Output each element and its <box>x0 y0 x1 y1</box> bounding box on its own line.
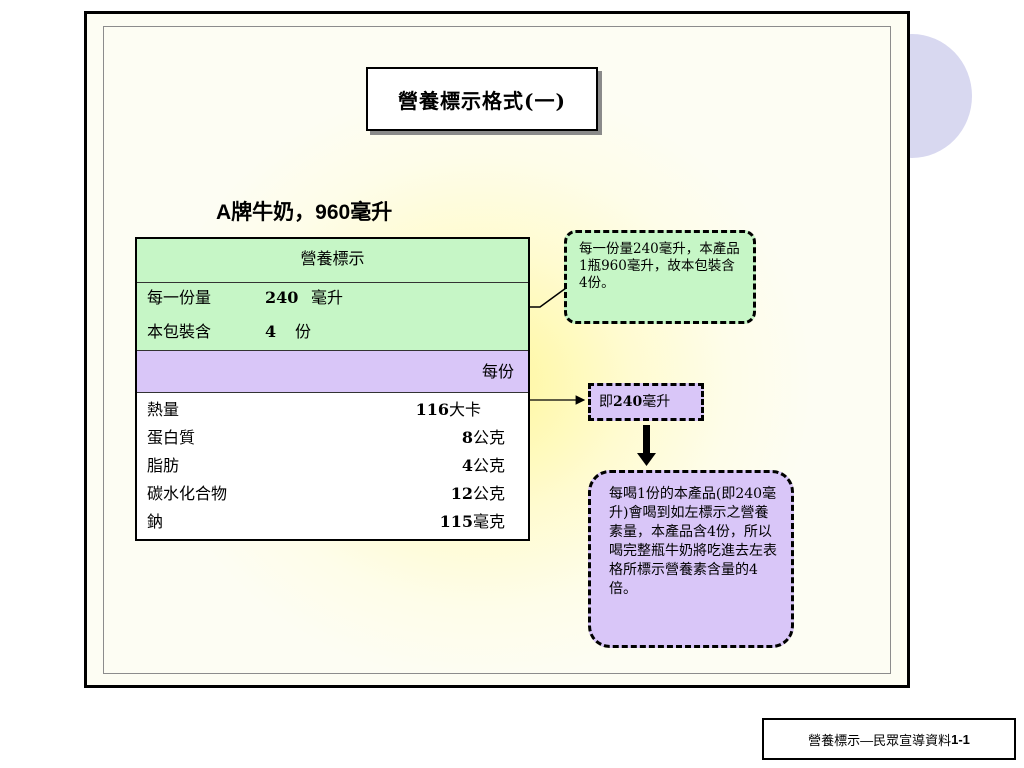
servings-per-package-unit: 份 <box>295 322 312 341</box>
nutrient-row-carbohydrate: 碳水化合物 12公克 <box>147 480 505 508</box>
nutrient-name: 鈉 <box>147 512 164 531</box>
servings-per-package-label: 本包裝含 <box>147 322 212 341</box>
product-name: A牌牛奶，960毫升 <box>216 201 393 224</box>
per-serving-unit: 毫升 <box>642 394 671 410</box>
serving-size-label: 每一份量 <box>147 288 212 307</box>
nutrient-value: 116大卡 <box>415 400 481 419</box>
slide-title-text: 營養標示格式(一) <box>398 88 566 113</box>
nutrient-value: 4公克 <box>461 456 505 475</box>
per-serving-prefix: 即 <box>599 394 613 410</box>
nutrient-name: 脂肪 <box>147 456 180 475</box>
explanation-callout: 每喝1份的本產品(即240毫升)會喝到如左標示之營養素量，本產品含4份，所以喝完… <box>588 470 794 648</box>
per-serving-value: 240 <box>613 394 643 410</box>
nutrient-name: 蛋白質 <box>147 428 196 447</box>
serving-size-value: 240 <box>265 288 299 307</box>
nutrient-list: 熱量 116大卡 蛋白質 8公克 脂肪 4公克 碳水化合物 12公克 鈉 115… <box>137 393 528 539</box>
nutrient-value: 12公克 <box>450 484 505 503</box>
nutrient-row-fat: 脂肪 4公克 <box>147 452 505 480</box>
slide-title: 營養標示格式(一) <box>366 67 598 131</box>
explanation-text: 每喝1份的本產品(即240毫升)會喝到如左標示之營養素量，本產品含4份，所以喝完… <box>609 486 777 597</box>
nutrient-value: 8公克 <box>461 428 505 447</box>
footer-text: 營養標示—民眾宣導資料 <box>808 732 952 748</box>
nutrient-row-sodium: 鈉 115毫克 <box>147 508 505 536</box>
nutrient-name: 碳水化合物 <box>147 484 228 503</box>
footer-number: 1-1 <box>951 731 970 747</box>
serving-size-unit: 毫升 <box>311 288 344 307</box>
per-serving-header: 每份 <box>137 351 528 393</box>
servings-per-package-value: 4 <box>265 322 277 341</box>
nutrient-row-energy: 熱量 116大卡 <box>147 396 505 424</box>
nutrient-value: 115毫克 <box>439 512 505 531</box>
nutrient-name: 熱量 <box>147 400 180 419</box>
nutrition-label-header: 營養標示 <box>137 239 528 283</box>
serving-size-row: 每一份量 240 毫升 <box>147 287 343 309</box>
per-serving-callout: 即240毫升 <box>588 383 704 421</box>
serving-note-text: 每一份量240毫升，本產品1瓶960毫升，故本包裝含4份。 <box>579 241 740 291</box>
serving-note-callout: 每一份量240毫升，本產品1瓶960毫升，故本包裝含4份。 <box>564 230 756 324</box>
nutrient-row-protein: 蛋白質 8公克 <box>147 424 505 452</box>
